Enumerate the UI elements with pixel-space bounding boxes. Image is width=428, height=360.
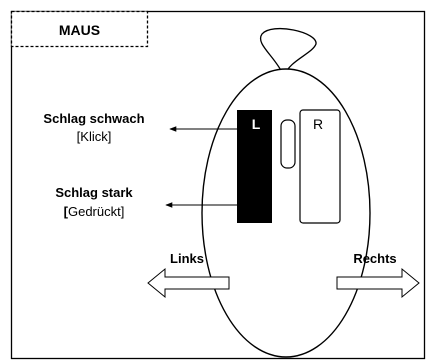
right-mouse-button (299, 109, 341, 224)
strong-press-sub-text: Gedrückt] (68, 204, 124, 219)
direction-right-label: Rechts (353, 251, 396, 266)
weak-click-label: Schlag schwach (43, 111, 144, 126)
right-button-label: R (313, 116, 323, 132)
mouse-cable (259, 27, 317, 77)
scroll-wheel (280, 119, 296, 169)
strong-press-sub: [Gedrückt] (64, 204, 125, 219)
mouse-body (201, 68, 371, 358)
strong-press-sub-bracket: [ (64, 204, 69, 219)
strong-press-label: Schlag stark (55, 185, 133, 200)
title-box (10, 10, 149, 48)
weak-click-sub: [Klick] (77, 129, 112, 144)
direction-right-arrow (336, 267, 420, 299)
direction-left-label: Links (170, 251, 204, 266)
diagram-frame (10, 10, 426, 360)
diagram-title: MAUS (59, 22, 100, 38)
direction-left-arrow (147, 267, 230, 299)
left-button-label: L (252, 116, 261, 132)
